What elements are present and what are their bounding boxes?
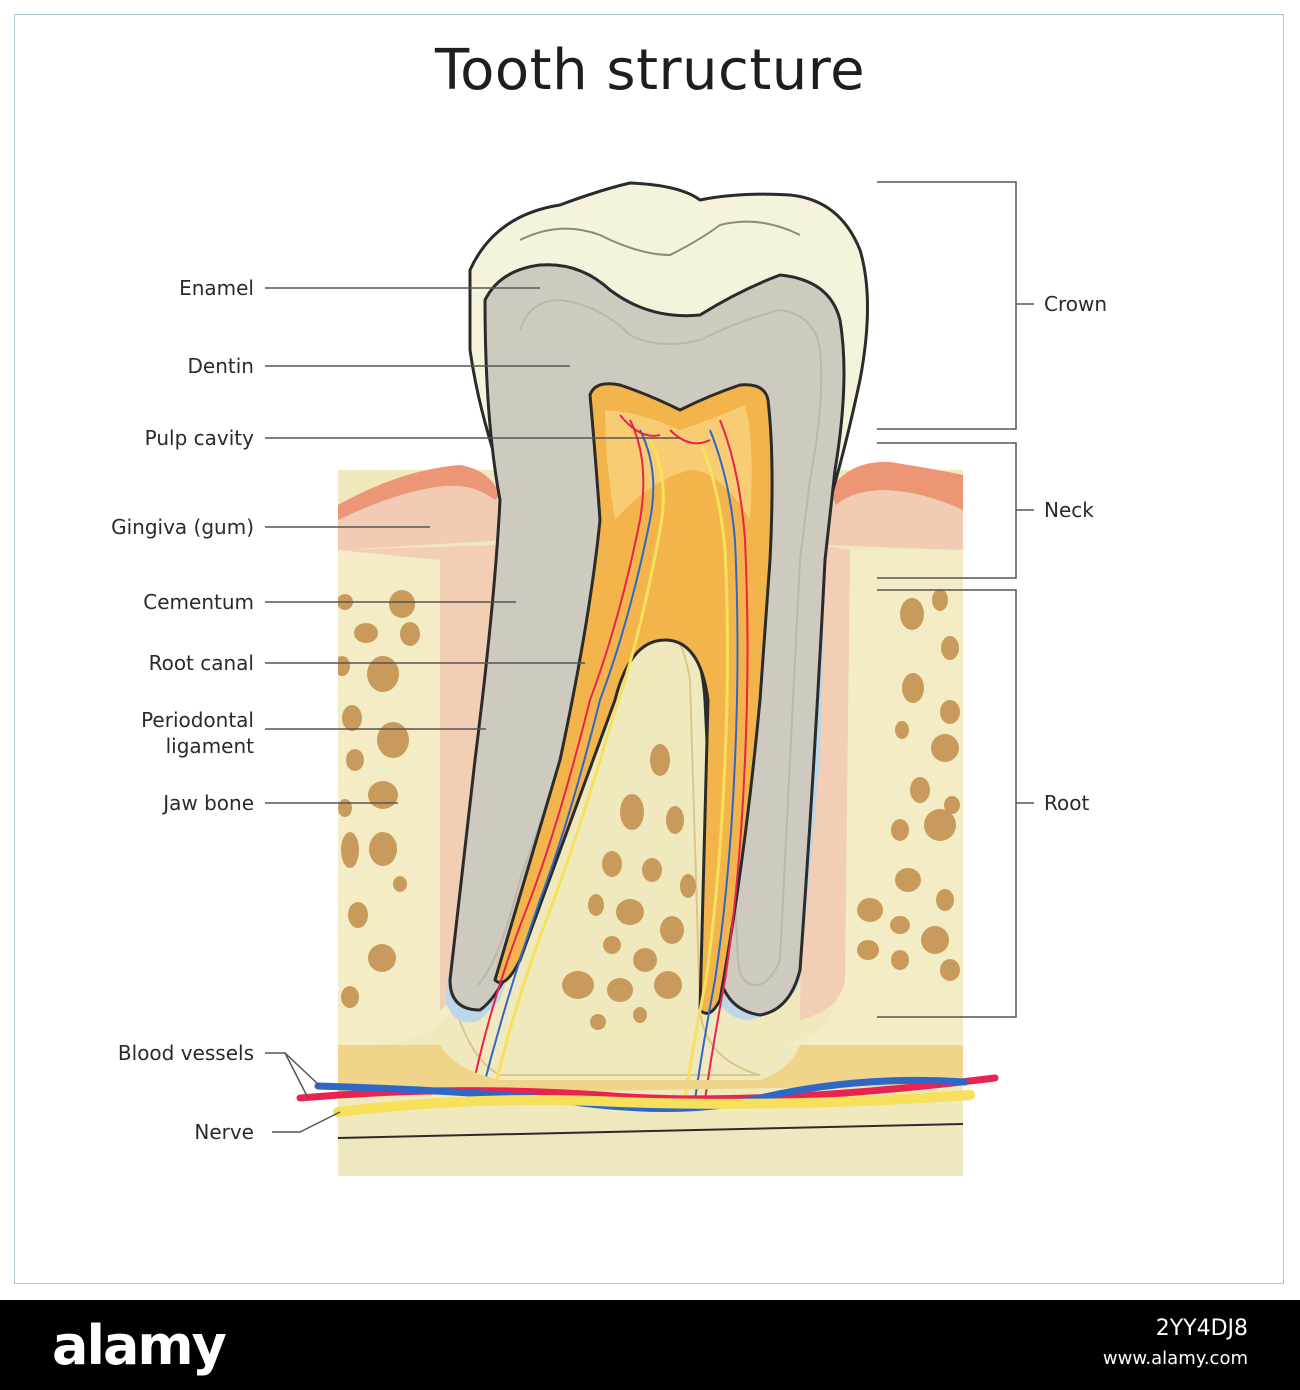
- label-pulp-cavity: Pulp cavity: [144, 426, 254, 450]
- leader-lines-left: [265, 287, 680, 1133]
- footer-bar: alamy 2YY4DJ8 www.alamy.com: [0, 1300, 1300, 1390]
- nerve-bundle: [333, 1090, 975, 1117]
- stock-id-block: 2YY4DJ8 www.alamy.com: [1103, 1314, 1248, 1374]
- image-id: 2YY4DJ8: [1155, 1316, 1248, 1341]
- pulp-cavity-shape: [493, 382, 774, 1015]
- label-jaw-bone: Jaw bone: [163, 791, 254, 815]
- label-root-canal: Root canal: [148, 651, 254, 675]
- label-nerve: Nerve: [194, 1120, 254, 1144]
- label-neck: Neck: [1044, 498, 1094, 522]
- gum-right-top: [830, 461, 963, 510]
- lower-bone-band: [338, 1130, 963, 1176]
- label-cementum: Cementum: [143, 590, 254, 614]
- right-bone-region: [780, 550, 963, 1045]
- label-enamel: Enamel: [179, 276, 254, 300]
- bone-spots: [338, 589, 960, 1030]
- site-url: www.alamy.com: [1102, 1348, 1248, 1369]
- label-crown: Crown: [1044, 292, 1108, 316]
- gum-left-top: [338, 465, 500, 520]
- pulp-vessels: [469, 414, 749, 1101]
- bone-floor: [338, 1045, 963, 1095]
- label-dentin: Dentin: [187, 354, 254, 378]
- vein: [314, 1076, 969, 1113]
- label-gingiva: Gingiva (gum): [111, 515, 254, 539]
- brackets-right: [877, 181, 1034, 1018]
- diagram-title: Tooth structure: [434, 38, 866, 103]
- tooth-illustration: [265, 181, 1034, 1176]
- brand-logo: alamy: [52, 1314, 227, 1377]
- label-root: Root: [1044, 791, 1090, 815]
- label-periodontal-ligament: Periodontal ligament: [141, 708, 254, 758]
- label-blood-vessels: Blood vessels: [117, 1041, 254, 1065]
